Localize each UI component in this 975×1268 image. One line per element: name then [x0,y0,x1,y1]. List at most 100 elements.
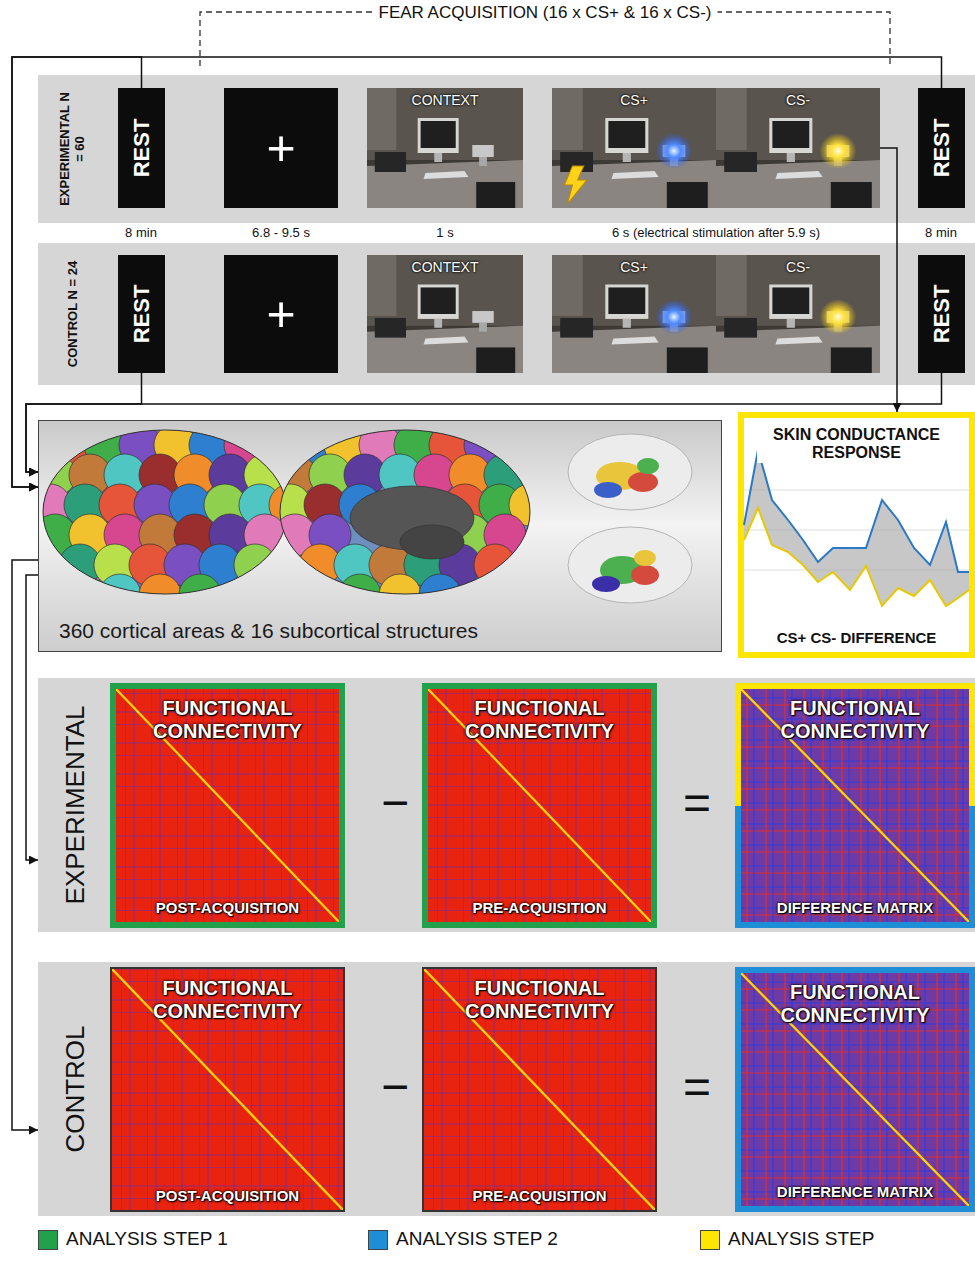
illustration-part [244,454,286,496]
illustration-part [324,424,366,466]
illustration-part [369,544,411,586]
stimulus-photo: CS- [716,255,880,373]
illustration-part [552,88,716,208]
illustration-part [637,458,659,474]
duration-label: 6.8 - 9.5 s [252,226,310,240]
illustration-part [304,484,346,526]
illustration-part [429,424,471,466]
illustration-part [367,255,523,373]
illustration-part [104,514,146,556]
illustration-part [280,430,530,594]
connector-line [12,57,942,487]
scr-panel: SKIN CONDUCTANCE RESPONSECS+ CS- DIFFERE… [738,412,975,658]
illustration-part [59,544,101,586]
illustration-part [552,255,716,373]
stimulus-photo: CONTEXT [367,255,523,373]
legend-swatch [38,1230,58,1250]
illustration-part [199,544,241,586]
matrix-box: FUNCTIONAL CONNECTIVITYPRE-ACQUISITION [422,967,657,1212]
illustration-part [29,484,71,526]
illustration-part [43,430,287,594]
illustration-part [139,574,181,616]
node-text: CONTROL N = 24 [66,254,81,374]
illustration-part [744,450,969,572]
illustration-part [744,508,969,606]
illustration-part [99,484,141,526]
illustration-part [139,514,181,556]
illustration-part [139,454,181,496]
stimulus-photo: CONTEXT [367,88,523,208]
group-band: EXPERIMENTALFUNCTIONAL CONNECTIVITYPOST-… [38,678,975,932]
node-text: CS- [786,92,810,108]
illustration-part [34,454,76,496]
legend-swatch [700,1230,720,1250]
illustration-part [309,454,351,496]
illustration-part [43,430,287,594]
connector-line [26,575,38,860]
legend-text: ANALYSIS STEP 2 [396,1229,558,1250]
illustration-part [269,484,311,526]
operator-sign: = [683,779,711,827]
operator-sign: − [381,1063,409,1111]
illustration-part [568,434,692,510]
illustration-part [239,484,281,526]
illustration-part [69,514,111,556]
node-text: FUNCTIONAL CONNECTIVITY [125,697,330,743]
illustration-part [299,544,341,586]
illustration-part [244,514,286,556]
illustration-part [64,484,106,526]
node-text: CS+ CS- DIFFERENCE [774,629,940,646]
matrix-box: FUNCTIONAL CONNECTIVITY DIFFERENCE MATRIX [735,967,975,1212]
illustration-part [716,255,880,373]
illustration-part [154,424,196,466]
duration-label: 8 min [925,226,957,240]
illustration-part [379,574,421,616]
illustration-part [204,484,246,526]
illustration-part [269,424,551,616]
illustration-part [404,544,446,586]
matrix-box: FUNCTIONAL CONNECTIVITY DIFFERENCE MATRIX [735,683,975,928]
node-text: FUNCTIONAL CONNECTIVITY [437,697,642,743]
illustration-part [744,530,969,531]
matrix-box: FUNCTIONAL CONNECTIVITYPOST-ACQUISITION [110,967,345,1212]
illustration-part [394,424,436,466]
connector-line [26,373,942,472]
illustration-part [367,255,523,373]
illustration-part [189,424,231,466]
node-text: FUNCTIONAL CONNECTIVITY [753,981,958,1027]
illustration-part [99,574,141,616]
illustration-part [339,574,381,616]
illustration-part [224,424,266,466]
node-text: + [266,123,295,173]
node-text: CONTROL [61,1025,91,1152]
operator-sign: − [381,779,409,827]
node-text: 360 cortical areas & 16 subcortical stru… [59,619,478,643]
illustration-part [656,299,693,334]
illustration-part [350,486,474,550]
illustration-part [134,484,176,526]
illustration-part [344,454,386,496]
illustration-part [274,454,316,496]
section-title: FEAR ACQUISITION (16 x CS+ & 16 x CS-) [373,4,718,23]
node-text: CS- [786,259,810,275]
node-text: EXPERIMENTAL N = 60 [58,89,88,209]
illustration-part [744,570,969,571]
node-text: CS+ [620,259,648,275]
illustration-part [84,424,126,466]
node-text: DIFFERENCE MATRIX [777,1183,933,1200]
illustration-part [464,424,506,466]
legend-text: ANALYSIS STEP [728,1229,874,1250]
node-text: EXPERIMENTAL [61,706,91,905]
node-text: FUNCTIONAL CONNECTIVITY [753,697,958,743]
illustration-part [104,454,146,496]
illustration-part [29,424,311,616]
illustration-part [414,454,456,496]
illustration-part [209,454,251,496]
node-text: DIFFERENCE MATRIX [777,899,933,916]
illustration-part [174,454,216,496]
illustration-part [594,482,622,498]
node-text: REST [129,119,154,178]
illustration-part [656,133,693,169]
fixation-block: + [224,255,338,373]
